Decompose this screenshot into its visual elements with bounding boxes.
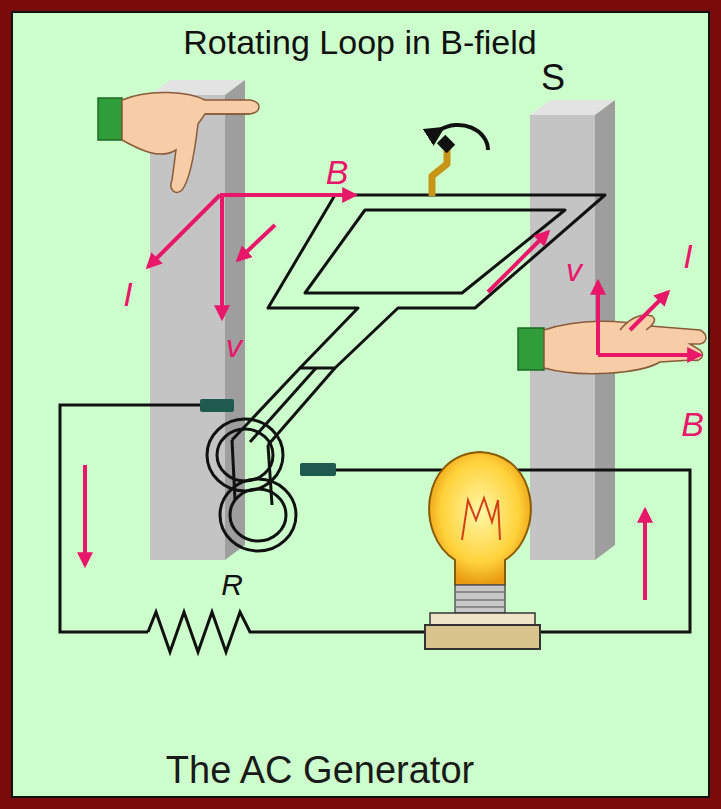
light-bulb <box>425 625 540 649</box>
carbon-brush <box>200 399 234 412</box>
light-bulb <box>462 498 500 540</box>
slip-rings <box>268 445 272 505</box>
slip-rings <box>232 440 235 500</box>
light-bulb <box>455 585 505 613</box>
right-hand-rule-hand <box>518 315 706 374</box>
vector-arrow <box>148 195 220 267</box>
vector-arrow <box>238 225 275 260</box>
light-bulb <box>455 592 505 607</box>
field-vector-label: B <box>326 155 349 189</box>
current-vector-label: I <box>683 239 692 273</box>
magnet-pole-label: S <box>541 60 565 96</box>
slip-rings <box>217 429 273 481</box>
diagram-title: Rotating Loop in B-field <box>183 25 536 59</box>
background-panel <box>12 12 709 797</box>
current-vector-label: I <box>123 277 132 311</box>
rotating-loop <box>232 195 605 445</box>
right-hand-rule-hand <box>518 328 544 370</box>
carbon-brush <box>300 463 336 476</box>
resistor-label: R <box>221 570 243 600</box>
light-bulb <box>425 452 540 649</box>
right-hand-rule-hand <box>98 98 122 140</box>
field-vector-label: B <box>681 407 704 441</box>
rotating-loop <box>305 210 565 293</box>
vector-arrow <box>598 353 700 357</box>
vector-arrow <box>488 232 548 292</box>
crank-handle <box>432 146 447 196</box>
rotation-arrow <box>440 125 488 150</box>
light-bulb <box>429 452 531 585</box>
diagram-caption: The AC Generator <box>166 751 474 789</box>
slip-rings <box>207 419 296 551</box>
vector-arrow <box>220 195 224 318</box>
crank-handle <box>437 135 455 153</box>
vector-arrow <box>630 292 668 330</box>
slip-rings <box>220 479 296 551</box>
vector-arrow <box>643 510 647 600</box>
crank-handle <box>432 135 455 196</box>
vector-arrow <box>83 465 87 565</box>
circuit-wire <box>60 405 690 652</box>
velocity-vector-label: v <box>226 330 242 362</box>
vector-arrow <box>220 193 355 197</box>
light-bulb <box>430 613 535 625</box>
slip-rings <box>230 489 286 541</box>
rotating-loop <box>268 368 335 445</box>
vector-arrow <box>85 195 700 600</box>
carbon-brush <box>200 399 336 476</box>
right-hand-rule-hand <box>122 92 259 192</box>
right-hand-rule-hand <box>98 92 259 192</box>
right-hand-rule-hand <box>205 113 250 115</box>
circuit-wire <box>148 612 430 652</box>
circuit-wire <box>60 405 205 632</box>
vector-arrow <box>596 282 600 355</box>
velocity-vector-label: v <box>566 254 582 286</box>
rotating-loop <box>250 368 316 442</box>
